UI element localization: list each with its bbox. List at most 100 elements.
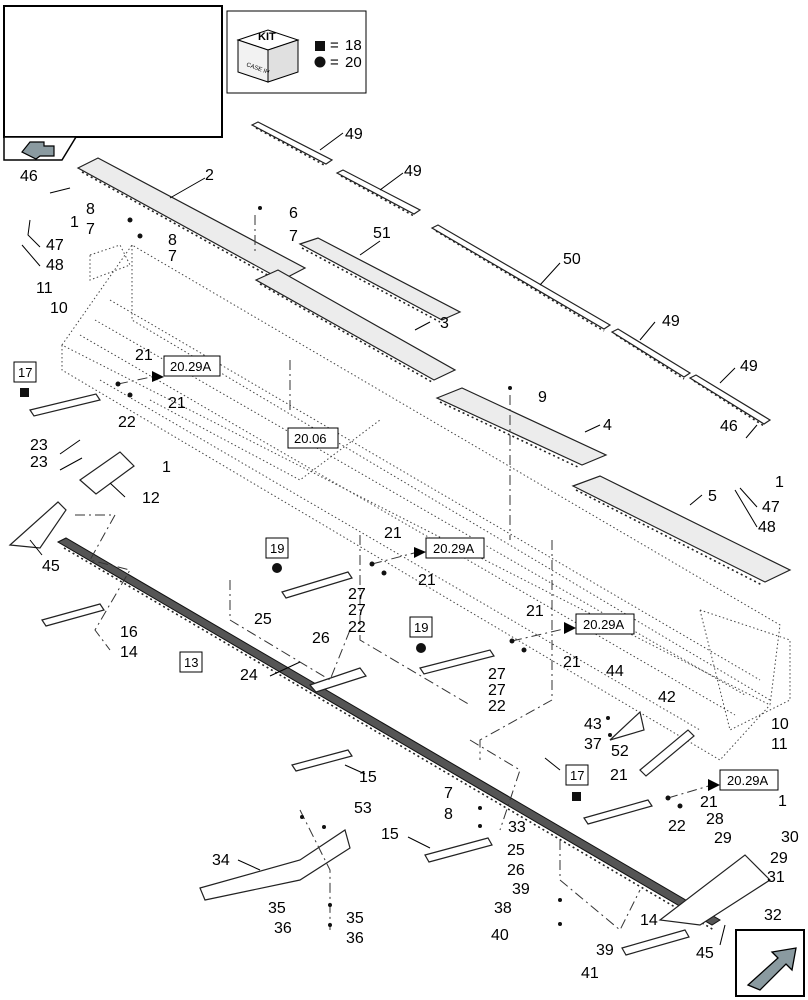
callout-29-a: 29 [714, 830, 732, 847]
callout-1-a: 1 [70, 214, 79, 231]
callout-46-a: 46 [20, 168, 38, 185]
divider-sheet-45-right [658, 854, 771, 926]
callout-21-d: 21 [418, 572, 436, 589]
callout-48-a: 48 [46, 257, 64, 274]
boxed-item-17-left: 17 [13, 361, 37, 397]
callout-7-d: 7 [289, 228, 298, 245]
callout-25-a: 25 [254, 611, 272, 628]
callout-1-c: 1 [778, 793, 787, 810]
wear-plate-15-b [424, 837, 493, 863]
reference-r1-label: 20.29A [170, 359, 212, 374]
callout-22-d: 22 [668, 818, 686, 835]
next-page-button[interactable] [735, 929, 805, 997]
callout-49-b: 49 [404, 163, 422, 180]
kit-type-a-marker [20, 388, 29, 397]
assembly-lines [75, 215, 641, 931]
boxed-item-17-right: 17 [565, 764, 589, 801]
reference-r3[interactable]: 20.29A [371, 537, 485, 565]
callout-10-a: 10 [50, 300, 68, 317]
callout-14-a: 14 [120, 644, 138, 661]
arm-17-left [29, 393, 101, 417]
callout-47-b: 47 [762, 499, 780, 516]
callout-24: 24 [240, 667, 258, 684]
cover-panel-3 [254, 269, 457, 383]
callout-23-a: 23 [30, 437, 48, 454]
divider-sheet-45-left [8, 501, 67, 549]
cover-panel-5 [571, 475, 792, 586]
callout-29-b: 29 [770, 850, 788, 867]
callout-36-b: 36 [346, 930, 364, 947]
callout-46-b: 46 [720, 418, 738, 435]
svg-text:17: 17 [570, 768, 584, 783]
callout-5: 5 [708, 488, 717, 505]
callout-15-b: 15 [381, 826, 399, 843]
callout-37: 37 [584, 736, 602, 753]
boxed-item-13: 13 [179, 651, 203, 673]
shield-37 [609, 710, 645, 741]
callout-7-a: 7 [86, 221, 95, 238]
callouts: 2 6 7 8 7 8 7 46 1 47 48 49 49 51 50 3 4… [20, 126, 799, 982]
callout-22-a: 22 [118, 414, 136, 431]
reference-r4-label: 20.29A [583, 617, 625, 632]
callout-52: 52 [611, 743, 629, 760]
callout-41: 41 [581, 965, 599, 982]
callout-53: 53 [354, 800, 372, 817]
callout-22-b: 22 [348, 619, 366, 636]
reference-r2[interactable]: 20.06 [287, 427, 339, 449]
strip-49-a [250, 121, 334, 167]
callout-21-e: 21 [526, 603, 544, 620]
callout-21-g: 21 [610, 767, 628, 784]
callout-51: 51 [373, 225, 391, 242]
boxed-item-19-a: 19 [265, 537, 289, 573]
callout-45-b: 45 [696, 945, 714, 962]
callout-45-a: 45 [42, 558, 60, 575]
callout-16: 16 [120, 624, 138, 641]
callout-25-b: 25 [507, 842, 525, 859]
callout-36-a: 36 [274, 920, 292, 937]
callout-27-d: 27 [488, 682, 506, 699]
kit-type-a-count: 18 [345, 37, 362, 54]
kit-label: KIT [258, 31, 276, 43]
boxed-item-19-b: 19 [409, 616, 433, 653]
callout-9: 9 [538, 389, 547, 406]
arm-19-b [419, 649, 495, 675]
kit-type-b-count: 20 [345, 54, 362, 71]
kit-type-a-equals: = [330, 37, 339, 54]
svg-text:17: 17 [18, 365, 32, 380]
callout-21-h: 21 [700, 794, 718, 811]
callout-1-b: 1 [162, 459, 171, 476]
callout-14-b: 14 [640, 912, 658, 929]
callout-7-c: 7 [444, 785, 453, 802]
callout-27-a: 27 [348, 586, 366, 603]
next-page-arrow-icon [746, 947, 797, 991]
callout-26-b: 26 [507, 862, 525, 879]
callout-50: 50 [563, 251, 581, 268]
svg-text:19: 19 [414, 620, 428, 635]
callout-44: 44 [606, 663, 624, 680]
callout-15-a: 15 [359, 769, 377, 786]
callout-40: 40 [491, 927, 509, 944]
cutter-bar-13 [56, 537, 721, 931]
callout-11-a: 11 [36, 280, 53, 297]
kit-type-b-equals: = [330, 54, 339, 71]
strip-49-d [688, 374, 772, 427]
kit-type-b-icon [314, 56, 326, 68]
thumbnail-frame [3, 5, 223, 161]
callout-2: 2 [205, 167, 214, 184]
kit-legend: KIT CASE IH = 18 = 20 [226, 10, 367, 94]
reference-r3-label: 20.29A [433, 541, 475, 556]
previous-page-arrow-icon[interactable] [21, 141, 55, 160]
callout-35-b: 35 [346, 910, 364, 927]
header-frame [61, 244, 791, 761]
callout-21-f: 21 [563, 654, 581, 671]
reference-r4[interactable]: 20.29A [511, 613, 635, 642]
cover-panel-2 [76, 157, 307, 283]
reference-r5[interactable]: 20.29A [667, 769, 779, 799]
callout-39-b: 39 [596, 942, 614, 959]
callout-47-a: 47 [46, 237, 64, 254]
callout-34: 34 [212, 852, 230, 869]
callout-32: 32 [764, 907, 782, 924]
callout-8-c: 8 [444, 806, 453, 823]
reference-r1[interactable]: 20.29A [117, 355, 221, 385]
callout-12: 12 [142, 490, 160, 507]
